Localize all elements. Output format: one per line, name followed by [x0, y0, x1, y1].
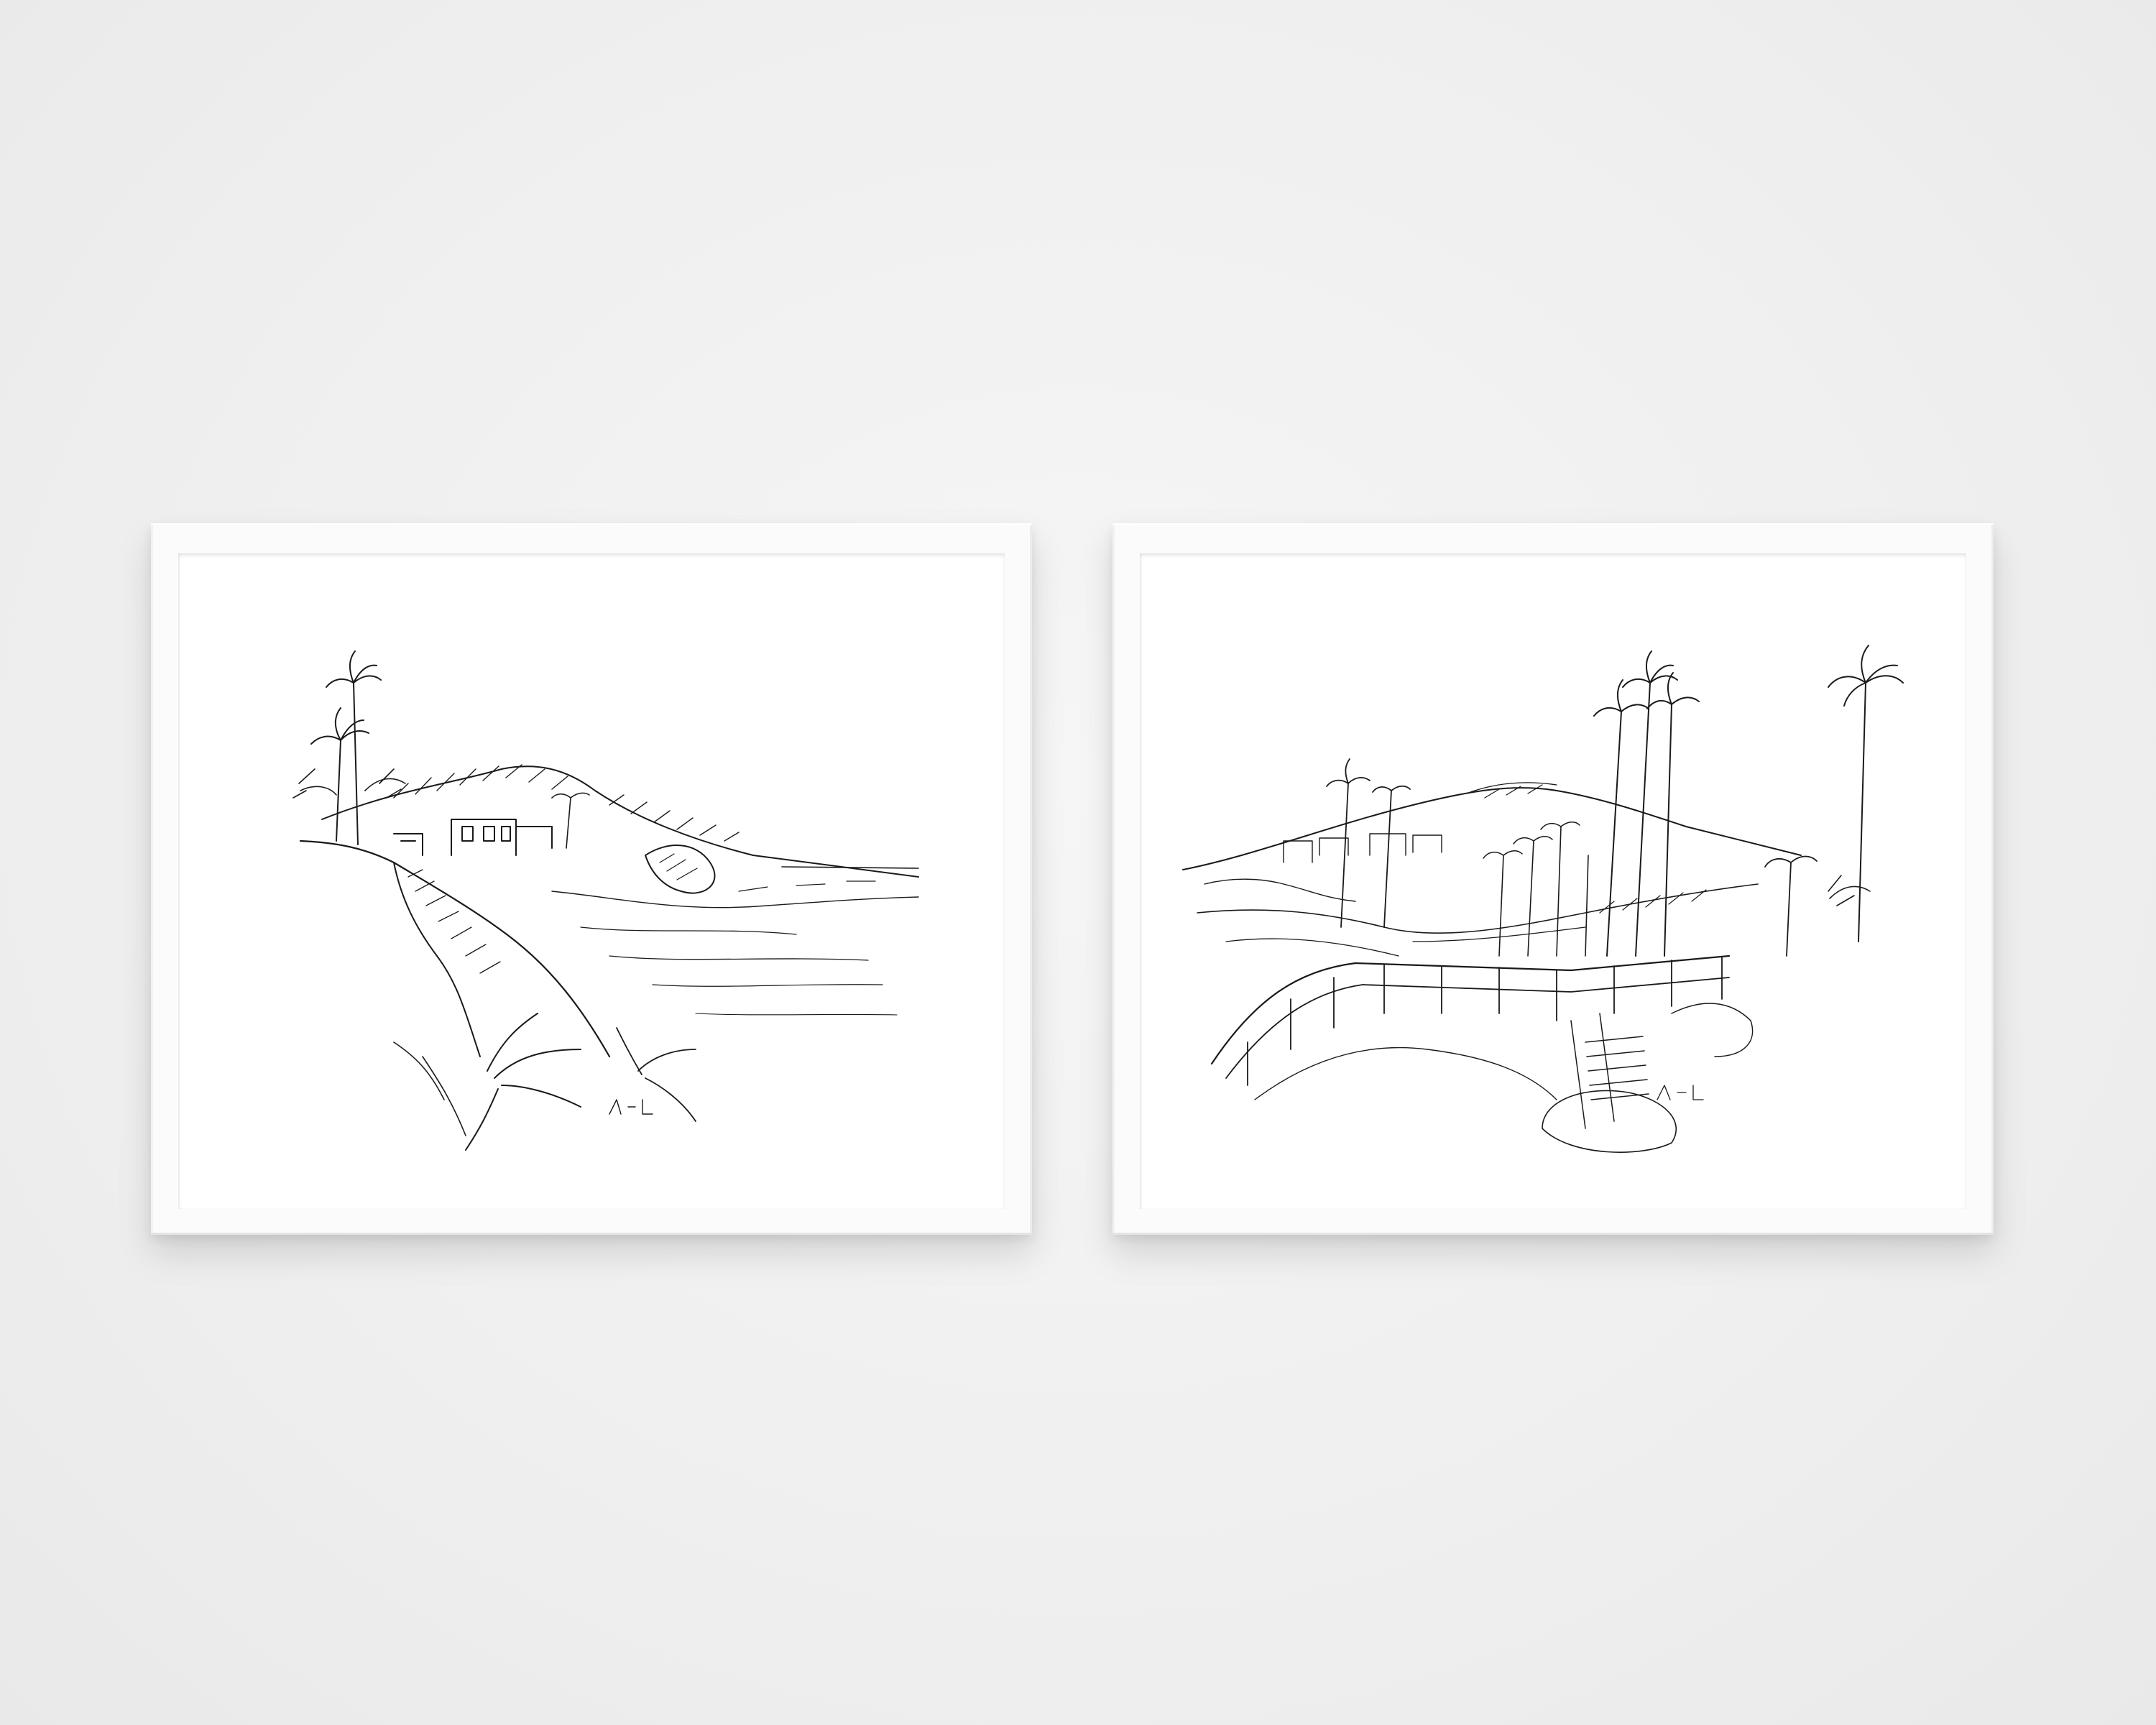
- sketch-coastal-cliff: [292, 650, 919, 1151]
- print-right: [1140, 553, 1966, 1209]
- sketch-coastal-walkway: [1182, 645, 1904, 1153]
- frame-right: [1112, 523, 1994, 1235]
- frame-left: [151, 523, 1032, 1235]
- print-left: [178, 553, 1005, 1209]
